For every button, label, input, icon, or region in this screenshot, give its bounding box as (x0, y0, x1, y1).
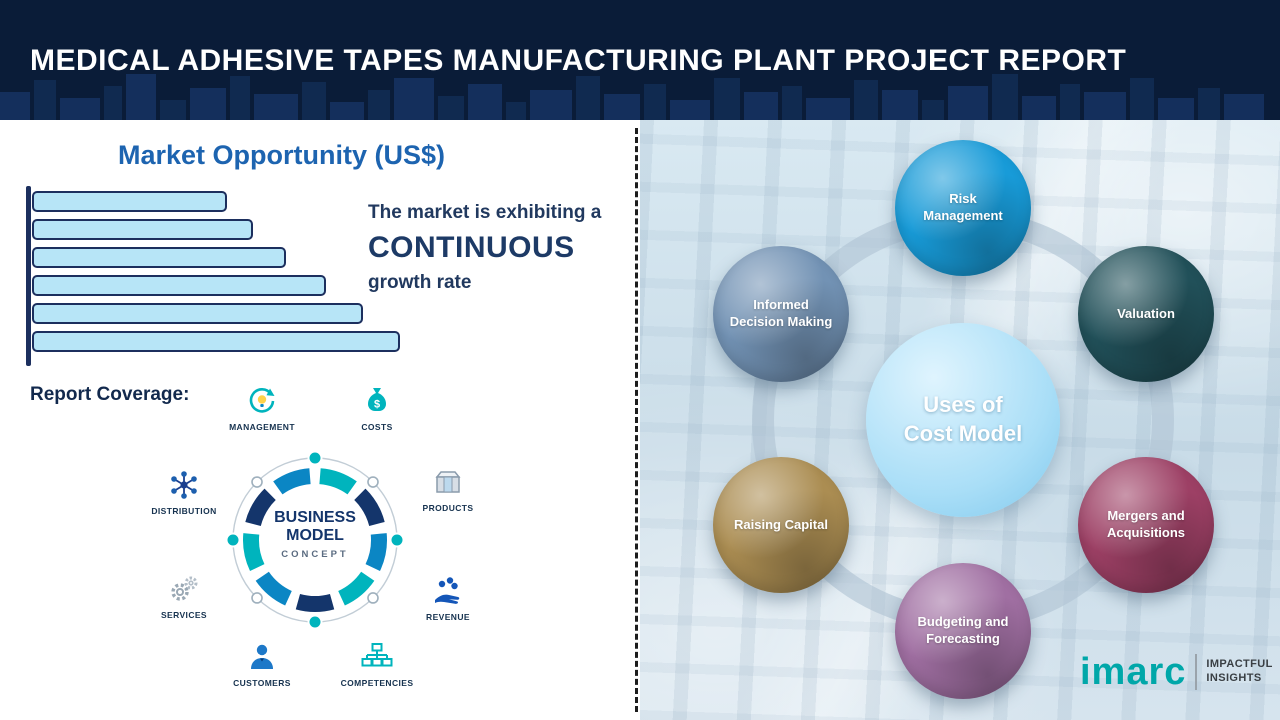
cost-model-node-label: Informed Decision Making (729, 297, 833, 329)
market-bar (32, 331, 400, 352)
market-bar (32, 191, 227, 212)
business-model-item-label: COSTS (361, 422, 393, 432)
imarc-tagline-line1: IMPACTFUL (1206, 658, 1273, 671)
imarc-tagline: IMPACTFUL INSIGHTS (1206, 658, 1272, 686)
business-model-item-costs: $ COSTS (322, 382, 432, 432)
cost-model-center-line2: Cost Model (903, 421, 1023, 446)
cost-model-node-label: Budgeting and Forecasting (917, 614, 1009, 646)
imarc-logo: imarc IMPACTFUL INSIGHTS (1080, 653, 1273, 691)
market-bar (32, 219, 253, 240)
divider-dashed-line (635, 128, 638, 712)
management-cycle-icon (207, 382, 317, 420)
city-skyline-graphic (0, 74, 1264, 120)
cost-model-center-label: Uses of Cost Model (904, 391, 1023, 448)
growth-line-3: growth rate (368, 272, 472, 293)
gears-icon (129, 570, 239, 608)
chart-bars (32, 191, 412, 359)
cost-model-center-line1: Uses of (923, 392, 1003, 418)
market-opportunity-heading: Market Opportunity (US$) (118, 140, 446, 170)
distribution-network-icon (129, 466, 239, 504)
business-model-item-label: PRODUCTS (422, 503, 474, 513)
business-model-word-business: BUSINESS (274, 509, 356, 526)
imarc-brand-text: imarc (1080, 651, 1187, 693)
business-model-word-concept: CONCEPT (281, 548, 349, 560)
cost-model-node-mergers-and-acquisitions: Mergers and Acquisitions (1078, 457, 1214, 593)
business-model-word-model: MODEL (286, 527, 344, 545)
growth-line-1: The market is exhibiting a (368, 202, 602, 223)
customer-person-icon (207, 638, 317, 676)
cost-model-node-label: Valuation (1117, 305, 1175, 321)
market-bar (32, 247, 286, 268)
cost-model-node-label: Risk Management (923, 191, 1003, 223)
cost-model-node-label: Raising Capital (734, 516, 828, 532)
growth-continuous-text: CONTINUOUS (368, 231, 575, 264)
market-bar (32, 275, 326, 296)
business-model-item-label: CUSTOMERS (233, 678, 291, 688)
left-panel: Market Opportunity (US$) The market is e… (0, 120, 640, 720)
market-bar (32, 303, 363, 324)
cost-model-node-informed-decision-making: Informed Decision Making (713, 246, 849, 382)
business-model-item-label: MANAGEMENT (229, 422, 295, 432)
business-model-item-label: COMPETENCIES (340, 678, 414, 688)
cost-model-node-budgeting-and-forecasting: Budgeting and Forecasting (895, 563, 1031, 699)
cost-model-node-risk-management: Risk Management (895, 140, 1031, 276)
imarc-tagline-line2: INSIGHTS (1206, 672, 1262, 684)
imarc-logo-divider (1195, 654, 1198, 690)
business-model-ring (225, 450, 405, 630)
business-model-item-label: DISTRIBUTION (151, 506, 217, 516)
header: MEDICAL ADHESIVE TAPES MANUFACTURING PLA… (0, 0, 1280, 120)
business-model-item-products: PRODUCTS (393, 463, 503, 513)
org-chart-icon (322, 638, 432, 676)
business-model-item-label: SERVICES (160, 610, 208, 620)
business-model-item-revenue: REVENUE (393, 572, 503, 622)
product-box-icon (393, 463, 503, 501)
hand-coins-icon (393, 572, 503, 610)
growth-text: The market is exhibiting a CONTINUOUS gr… (368, 202, 633, 294)
business-model-item-services: SERVICES (129, 570, 239, 620)
svg-text:$: $ (374, 399, 380, 411)
page-title: MEDICAL ADHESIVE TAPES MANUFACTURING PLA… (30, 44, 1127, 77)
cost-model-node-raising-capital: Raising Capital (713, 457, 849, 593)
business-model-item-competencies: COMPETENCIES (322, 638, 432, 688)
business-model-item-customers: CUSTOMERS (207, 638, 317, 688)
money-bag-icon: $ (322, 382, 432, 420)
chart-axis-line (26, 186, 31, 366)
business-model-center-text: BUSINESS MODEL CONCEPT (250, 509, 380, 560)
business-model-item-label: REVENUE (426, 612, 470, 622)
cost-model-center-circle: Uses of Cost Model (866, 323, 1060, 517)
report-coverage-label: Report Coverage: (30, 384, 190, 405)
cost-model-node-label: Mergers and Acquisitions (1106, 508, 1185, 540)
business-model-item-management: MANAGEMENT (207, 382, 317, 432)
cost-model-node-valuation: Valuation (1078, 246, 1214, 382)
business-model-item-distribution: DISTRIBUTION (129, 466, 239, 516)
